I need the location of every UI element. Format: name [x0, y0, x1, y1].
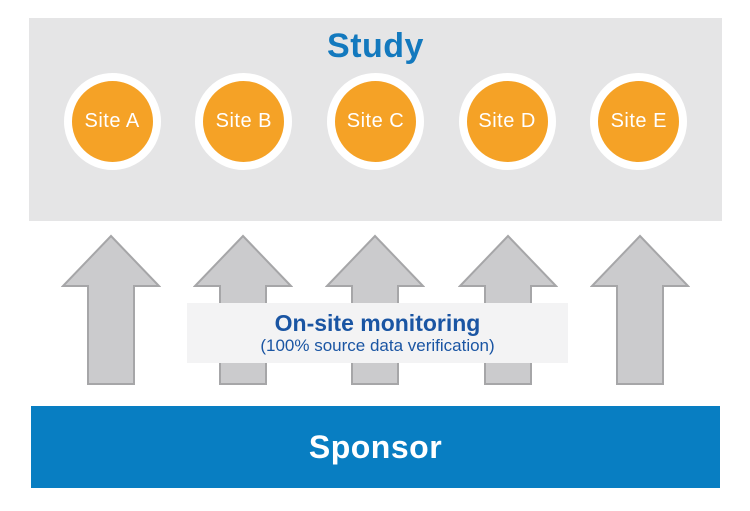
- site-label-c: Site C: [346, 110, 405, 132]
- site-circle-b: Site B: [195, 73, 293, 170]
- monitoring-subtitle: (100% source data verification): [260, 336, 495, 356]
- study-title: Study: [327, 27, 424, 65]
- up-arrow-icon: [589, 234, 690, 385]
- site-label-e: Site E: [610, 110, 667, 132]
- site-circle-e: Site E: [590, 73, 688, 170]
- site-label-b: Site B: [215, 110, 272, 132]
- monitoring-band: On-site monitoring (100% source data ver…: [187, 303, 568, 363]
- monitoring-title: On-site monitoring: [274, 309, 481, 336]
- up-arrow-icon: [61, 234, 162, 385]
- study-panel: Study Site A Site B Site C Site D Site E: [29, 18, 722, 221]
- site-label-d: Site D: [478, 110, 536, 132]
- sponsor-bar: Sponsor: [31, 406, 720, 488]
- site-circle-a: Site A: [63, 73, 161, 170]
- site-circle-c: Site C: [326, 73, 424, 170]
- site-label-a: Site A: [84, 110, 140, 132]
- sponsor-label: Sponsor: [308, 428, 443, 465]
- site-circle-d: Site D: [458, 73, 556, 170]
- site-circles-row: Site A Site B Site C Site D Site E: [29, 73, 722, 170]
